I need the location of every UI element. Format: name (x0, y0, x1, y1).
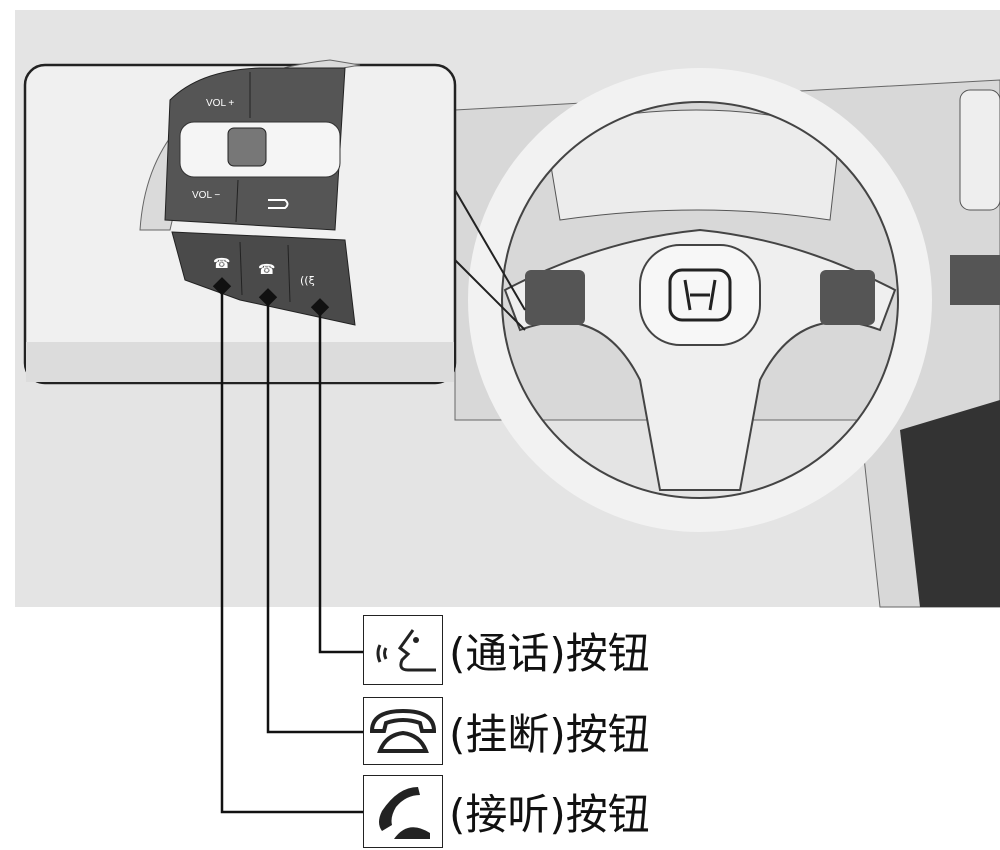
vol-up-button[interactable]: VOL + (206, 98, 234, 109)
honda-logo (668, 268, 732, 322)
legend-pick-up: (接听)按钮 (363, 775, 650, 848)
callout-lines (454, 189, 526, 331)
wheel-spokes (503, 228, 897, 491)
phone-button-row (171, 231, 356, 326)
wheel-rim (468, 68, 932, 532)
inset-floor (26, 342, 454, 382)
divider (235, 179, 239, 223)
center-screen (959, 89, 1000, 211)
pick-up-button[interactable]: ☎ (213, 256, 230, 272)
wheel-rim-inner (501, 101, 899, 499)
instrument-cluster (544, 109, 841, 221)
talk-button[interactable]: ((ξ (300, 274, 315, 287)
legend-talk: (通话)按钮 (363, 615, 650, 685)
air-vent (950, 255, 1000, 305)
legend-label: (接听)按钮 (449, 790, 650, 839)
console (900, 400, 1000, 607)
thumb-wheel[interactable] (227, 127, 267, 167)
vol-down-button[interactable]: VOL − (192, 190, 220, 201)
pick-up-icon (363, 775, 443, 848)
leader-markers (212, 277, 330, 317)
legend-label: (挂断)按钮 (449, 709, 650, 759)
hang-up-icon (363, 697, 443, 765)
legend-hang-up: (挂断)按钮 (363, 697, 650, 765)
legend-label: (通话)按钮 (449, 628, 650, 678)
right-switch-cluster (820, 270, 875, 325)
hang-up-button[interactable]: ☎ (258, 262, 275, 278)
left-switch-cluster (525, 270, 585, 325)
divider (239, 241, 243, 296)
divider (287, 244, 291, 303)
back-icon[interactable] (268, 199, 289, 209)
talk-icon (363, 615, 443, 685)
honda-h (683, 279, 717, 311)
leader-lines (220, 287, 363, 814)
